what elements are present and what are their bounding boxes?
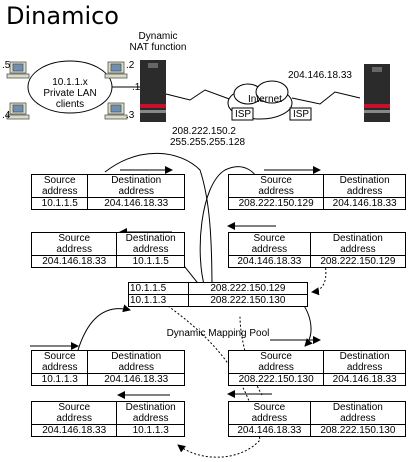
destination-value: 10.1.1.3 [116,424,185,437]
page-title: Dinamico [6,2,119,30]
nat-server-icon [140,60,166,122]
flow-curve-7 [167,305,261,458]
destination-header: Destination address [309,232,407,256]
source-header: Source address [227,174,325,198]
destination-value: 208.222.150.129 [309,255,407,268]
pc-icon-5 [6,61,30,79]
wan-link-left [165,89,233,101]
lan-caption-2: clients [55,99,85,110]
source-value: 204.146.18.33 [228,424,311,437]
flow-curve-2 [199,166,262,289]
source-value: 208.222.150.129 [227,197,325,210]
wan-link-right [291,91,361,105]
pc-icon-2 [104,61,128,79]
pool-public: 208.222.150.130 [187,294,309,307]
destination-value: 10.1.1.5 [116,255,185,268]
destination-header: Destination address [309,401,407,425]
source-header: Source address [228,401,311,425]
destination-header: Destination address [323,174,406,198]
source-header: Source address [227,350,325,374]
lan-node-4: .4 [2,110,11,121]
destination-value: 204.146.18.33 [87,373,185,386]
destination-header: Destination address [116,232,185,256]
destination-value: 208.222.150.130 [309,424,407,437]
destination-header: Destination address [87,174,185,198]
source-value: 204.146.18.33 [30,424,118,437]
pc-icon-4 [6,102,30,120]
flow-curve-5 [77,304,131,351]
source-value: 208.222.150.130 [227,373,325,386]
source-value: 10.1.1.3 [30,373,89,386]
isp-right-box [289,107,312,121]
pool-private: 10.1.1.3 [128,294,189,307]
remote-ip-label: 204.146.18.33 [288,70,352,81]
pc-icon-3 [104,102,128,120]
internet-label: Internet [248,94,282,105]
source-header: Source address [30,401,118,425]
destination-header: Destination address [323,350,406,374]
lan-node-2: .2 [126,60,135,71]
source-header: Source address [30,350,89,374]
source-header: Source address [228,232,311,256]
source-value: 204.146.18.33 [228,255,311,268]
nat-function-label: Dynamic NAT function [129,31,187,53]
router-mask-label: 255.255.255.128 [170,137,246,148]
destination-value: 204.146.18.33 [87,197,185,210]
source-header: Source address [30,174,89,198]
lan-node-3: .3 [126,110,135,121]
destination-value: 204.146.18.33 [323,197,406,210]
isp-left-box [231,107,254,121]
lan-caption-1: Private LAN [43,88,97,99]
lan-network-label: 10.1.1.x [52,77,88,88]
source-value: 10.1.1.5 [30,197,89,210]
lan-node-5: .5 [2,60,11,71]
source-value: 204.146.18.33 [30,255,118,268]
remote-server-icon [364,64,390,122]
pool-public: 208.222.150.129 [187,282,309,295]
lan-node-1: .1 [132,82,141,93]
isp-left-label: ISP [234,109,252,120]
isp-right-label: ISP [292,109,310,120]
pool-caption: Dynamic Mapping Pool [166,328,270,339]
destination-value: 204.146.18.33 [323,373,406,386]
source-header: Source address [30,232,118,256]
destination-header: Destination address [87,350,185,374]
flow-curve-1 [104,152,216,293]
router-ip-label: 208.222.150.2 [172,126,236,137]
destination-header: Destination address [116,401,185,425]
pool-private: 10.1.1.5 [128,282,189,295]
